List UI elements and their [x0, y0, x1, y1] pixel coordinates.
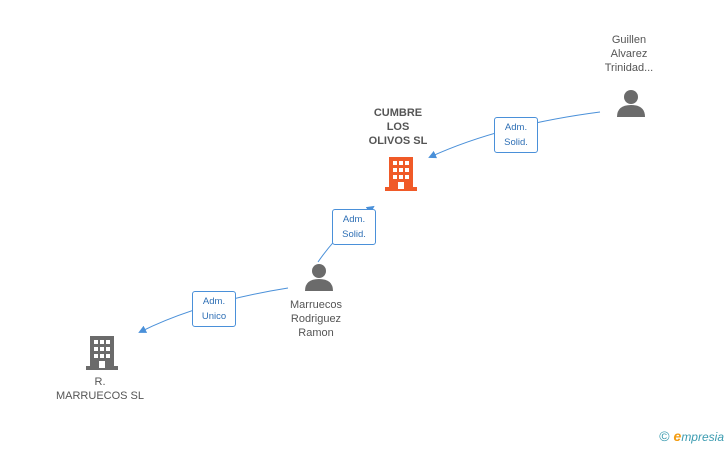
node-label-marruecos[interactable]: Marruecos Rodriguez Ramon	[290, 299, 342, 339]
node-label-guillen[interactable]: Guillen Alvarez Trinidad...	[604, 34, 654, 74]
role-badge-marruecos-cumbre[interactable]: Adm. Solid.	[332, 209, 376, 245]
building-icon[interactable]	[385, 157, 417, 191]
building-icon[interactable]	[86, 336, 118, 370]
role-badge-marruecos-rmarruecos[interactable]: Adm. Unico	[192, 291, 236, 327]
person-icon[interactable]	[616, 88, 646, 118]
node-label-rmarruecos[interactable]: R. MARRUECOS SL	[55, 376, 145, 402]
role-badge-guillen-cumbre[interactable]: Adm. Solid.	[494, 117, 538, 153]
empresia-brand[interactable]: © empresia	[659, 428, 724, 444]
node-label-cumbre[interactable]: CUMBRE LOS OLIVOS SL	[368, 107, 428, 147]
person-icon[interactable]	[304, 262, 334, 292]
empresia-logo: empresia	[673, 428, 724, 444]
copyright-symbol: ©	[659, 428, 670, 444]
